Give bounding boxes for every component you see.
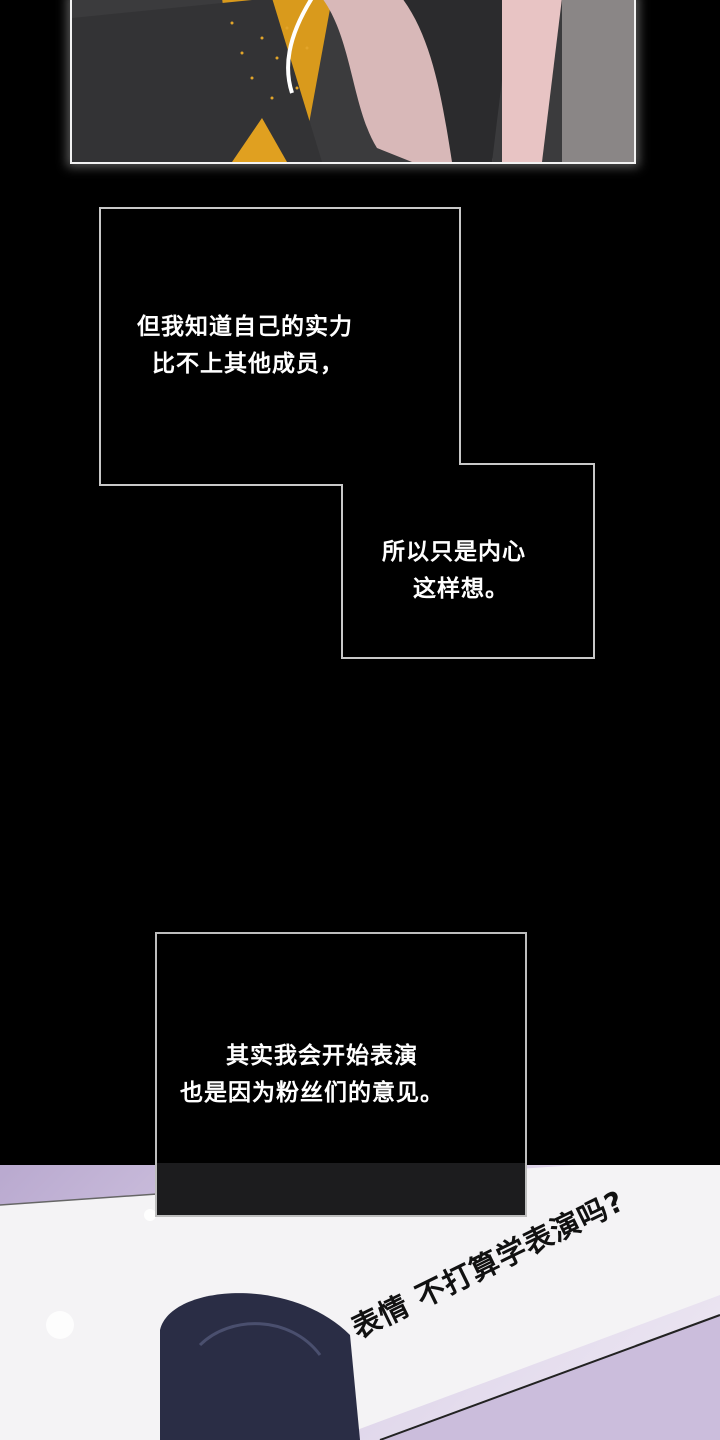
caption-3-line-2: 也是因为粉丝们的意见。 (180, 1080, 444, 1106)
background-illustration (0, 1165, 720, 1440)
caption-2-line-1: 所以只是内心 (382, 539, 526, 565)
caption-box-outline (99, 207, 595, 659)
comic-panel-speech: 表情 不打算学表演吗? (0, 1165, 720, 1440)
caption-box-3-overlap (157, 1163, 525, 1215)
hair-illustration (160, 1293, 360, 1440)
caption-2: 所以只是内心 这样想。 (382, 534, 526, 608)
caption-1-line-2: 比不上其他成员， (152, 351, 344, 377)
caption-1: 但我知道自己的实力 比不上其他成员， (137, 309, 353, 383)
hand-illustration (72, 0, 634, 162)
caption-box-3 (155, 932, 527, 1217)
caption-3-line-1: 其实我会开始表演 (226, 1043, 418, 1069)
comic-panel-hands (70, 0, 636, 164)
caption-2-line-2: 这样想。 (413, 576, 509, 602)
caption-3: 其实我会开始表演 也是因为粉丝们的意见。 (180, 1038, 444, 1112)
caption-1-line-1: 但我知道自己的实力 (137, 314, 353, 340)
